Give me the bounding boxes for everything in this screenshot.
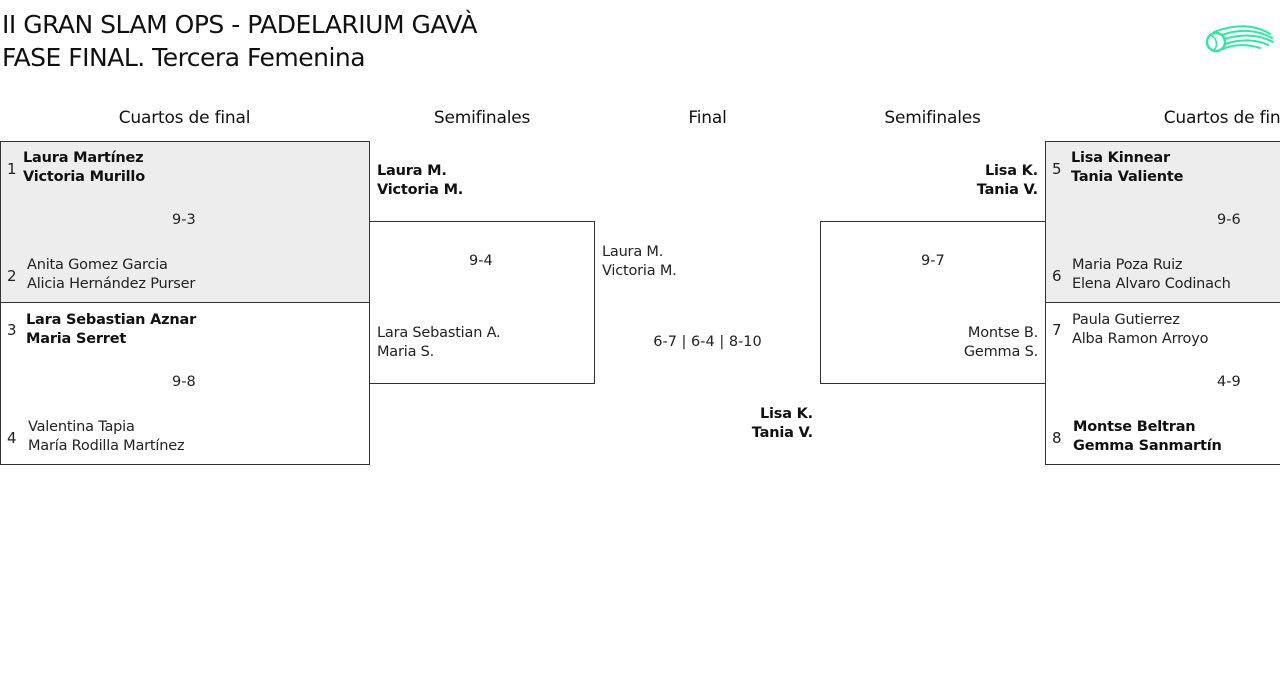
player-name: Lara Sebastian Aznar <box>26 312 197 328</box>
player-name: Maria Poza Ruiz <box>1072 257 1183 273</box>
match-score: 9-4 <box>469 253 493 269</box>
column-header-right-semifinals: Semifinales <box>884 108 981 128</box>
player-name: María Rodilla Martínez <box>28 438 185 454</box>
player-name: Tania V. <box>976 182 1038 198</box>
team-qf3-top[interactable]: Lisa Kinnear Tania Valiente <box>1071 149 1183 187</box>
player-name: Elena Alvaro Codinach <box>1072 276 1231 292</box>
player-name: Laura M. <box>602 244 664 260</box>
player-name: Lisa K. <box>759 406 813 422</box>
seed-number: 1 <box>7 160 17 178</box>
team-qf1-bottom[interactable]: Anita Gomez Garcia Alicia Hernández Purs… <box>27 256 195 294</box>
player-name: Tania V. <box>751 425 813 441</box>
column-header-left-semifinals: Semifinales <box>433 108 531 128</box>
player-name: Alicia Hernández Purser <box>27 276 196 292</box>
seed-number: 4 <box>7 429 17 447</box>
player-name: Montse Beltran <box>1073 419 1196 435</box>
team-sf2-top[interactable]: Lisa K. Tania V. <box>900 162 1038 200</box>
player-name: Victoria M. <box>377 182 464 198</box>
team-sf1-top[interactable]: Laura M. Victoria M. <box>377 162 463 200</box>
player-name: Gemma Sanmartín <box>1073 438 1222 454</box>
tournament-title: II GRAN SLAM OPS - PADELARIUM GAVÀ <box>2 10 477 39</box>
seed-number: 3 <box>7 321 17 339</box>
column-header-right-quarterfinals: Cuartos de final <box>1163 108 1280 128</box>
player-name: Alba Ramon Arroyo <box>1072 331 1209 347</box>
team-final-top[interactable]: Laura M. Victoria M. <box>602 243 677 281</box>
padel-ball-logo-icon <box>1205 25 1274 53</box>
player-name: Lara Sebastian A. <box>377 325 501 341</box>
column-header-left-quarterfinals: Cuartos de final <box>118 108 251 128</box>
match-score: 9-8 <box>172 374 196 390</box>
match-score: 9-6 <box>1217 212 1241 228</box>
player-name: Tania Valiente <box>1071 169 1184 185</box>
match-score: 4-9 <box>1217 374 1241 390</box>
column-header-right-quarterfinals-container: Cuartos de final <box>1045 108 1280 132</box>
player-name: Lisa Kinnear <box>1071 150 1170 166</box>
tournament-subtitle: FASE FINAL. Tercera Femenina <box>2 43 366 72</box>
seed-number: 2 <box>7 267 17 285</box>
player-name: Laura M. <box>377 163 447 179</box>
player-name: Victoria M. <box>602 263 677 279</box>
team-qf4-bottom[interactable]: Montse Beltran Gemma Sanmartín <box>1073 418 1222 456</box>
team-sf2-bottom[interactable]: Montse B. Gemma S. <box>900 324 1038 362</box>
player-name: Victoria Murillo <box>23 169 145 185</box>
team-sf1-bottom[interactable]: Lara Sebastian A. Maria S. <box>377 324 501 362</box>
column-header-final: Final <box>688 108 727 128</box>
team-qf4-top[interactable]: Paula Gutierrez Alba Ramon Arroyo <box>1072 311 1208 349</box>
seed-number: 7 <box>1052 321 1062 339</box>
player-name: Paula Gutierrez <box>1072 312 1180 328</box>
team-qf2-top[interactable]: Lara Sebastian Aznar Maria Serret <box>26 311 196 349</box>
final-score: 6-7 | 6-4 | 8-10 <box>653 334 762 350</box>
player-name: Maria Serret <box>26 331 127 347</box>
player-name: Lisa K. <box>984 163 1038 179</box>
player-name: Gemma S. <box>963 344 1038 360</box>
match-qf4[interactable] <box>1045 302 1280 465</box>
match-score: 9-7 <box>921 253 945 269</box>
player-name: Valentina Tapia <box>28 419 135 435</box>
player-name: Anita Gomez Garcia <box>27 257 168 273</box>
match-sf2[interactable] <box>820 221 1046 384</box>
team-final-bottom[interactable]: Lisa K. Tania V. <box>700 405 813 443</box>
team-qf1-top[interactable]: Laura Martínez Victoria Murillo <box>23 149 145 187</box>
player-name: Montse B. <box>967 325 1038 341</box>
team-qf3-bottom[interactable]: Maria Poza Ruiz Elena Alvaro Codinach <box>1072 256 1231 294</box>
seed-number: 6 <box>1052 267 1062 285</box>
match-score: 9-3 <box>172 212 196 228</box>
seed-number: 8 <box>1052 429 1062 447</box>
seed-number: 5 <box>1052 160 1062 178</box>
player-name: Maria S. <box>377 344 435 360</box>
team-qf2-bottom[interactable]: Valentina Tapia María Rodilla Martínez <box>28 418 185 456</box>
player-name: Laura Martínez <box>23 150 144 166</box>
match-sf1[interactable] <box>369 221 595 384</box>
